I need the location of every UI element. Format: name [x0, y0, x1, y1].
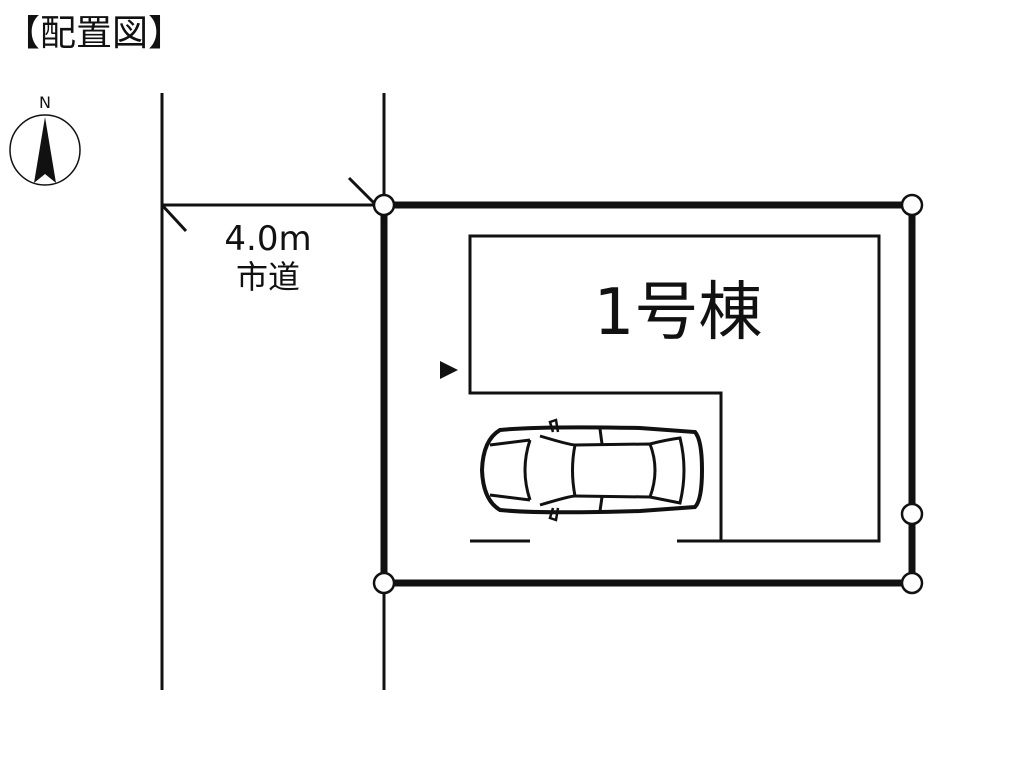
north-compass-icon: N: [9, 93, 81, 186]
compass-north-label: N: [39, 93, 51, 112]
boundary-markers: [372, 193, 924, 595]
road: [160, 93, 386, 690]
page-title: 【配置図】: [4, 13, 184, 54]
car-icon: [479, 418, 705, 522]
road-type-label: 市道: [236, 258, 300, 296]
entrance-arrow-icon: [440, 361, 458, 379]
building-label: 1号棟: [594, 276, 763, 350]
lot-boundary: [380, 201, 916, 587]
road-width-label: 4.0m: [224, 219, 311, 259]
